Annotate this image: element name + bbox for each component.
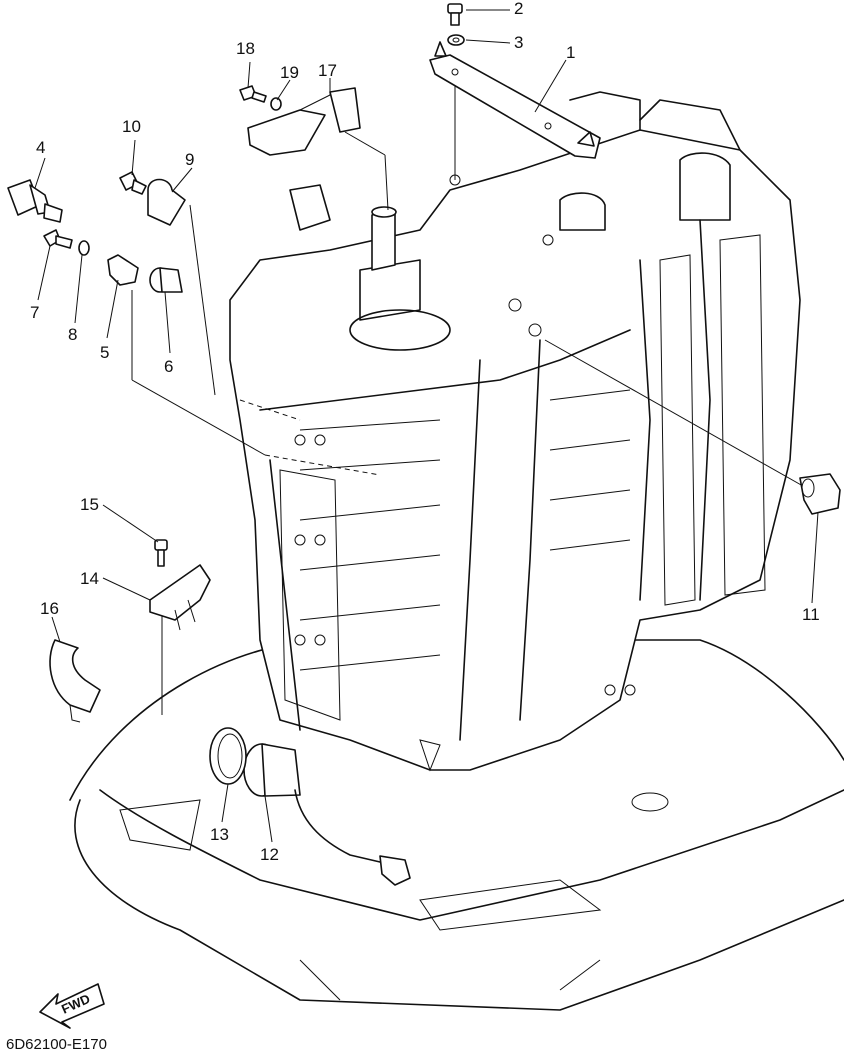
drawing-code: 6D62100-E170 — [6, 1036, 107, 1053]
callout-numbers: 1 2 3 4 5 6 7 8 9 10 11 12 13 14 15 16 1… — [30, 0, 820, 864]
callout-14: 14 — [80, 569, 99, 588]
part-7-bolt — [43, 229, 73, 249]
callout-15: 15 — [80, 495, 99, 514]
part-13-o-ring — [209, 727, 247, 785]
callout-9: 9 — [185, 150, 194, 169]
part-12-sensor-harness — [243, 743, 411, 886]
callout-7: 7 — [30, 303, 39, 322]
fwd-arrow-icon: FWD — [39, 983, 105, 1029]
callout-16: 16 — [40, 599, 59, 618]
part-8-washer — [78, 240, 90, 256]
callout-18: 18 — [236, 39, 255, 58]
callout-6: 6 — [164, 357, 173, 376]
part-19-washer — [270, 97, 282, 111]
callout-1: 1 — [566, 43, 575, 62]
callout-17: 17 — [318, 61, 337, 80]
part-6-grommet — [149, 267, 183, 293]
part-2-bolt — [447, 3, 463, 26]
callout-10: 10 — [122, 117, 141, 136]
part-1-bracket — [429, 41, 601, 159]
callout-5: 5 — [100, 343, 109, 362]
engine-block — [229, 91, 801, 772]
part-9-clamp — [147, 178, 186, 226]
callout-8: 8 — [68, 325, 77, 344]
callout-13: 13 — [210, 825, 229, 844]
callout-leaders — [34, 9, 819, 843]
callout-11: 11 — [802, 605, 820, 624]
callout-12: 12 — [260, 845, 279, 864]
callout-3: 3 — [514, 33, 523, 52]
part-16-clip — [49, 639, 101, 723]
part-11-plug — [799, 473, 841, 515]
part-3-washer — [447, 34, 465, 46]
part-4-sensor — [7, 179, 63, 223]
part-14-holder — [149, 564, 211, 631]
callout-4: 4 — [36, 138, 45, 157]
callout-2: 2 — [514, 0, 523, 18]
callout-19: 19 — [280, 63, 299, 82]
part-15-screw — [154, 539, 168, 567]
part-18-bolt — [239, 85, 267, 103]
part-17-bracket — [247, 87, 361, 156]
part-5-plate — [107, 254, 139, 286]
part-10-bolt — [119, 171, 147, 195]
